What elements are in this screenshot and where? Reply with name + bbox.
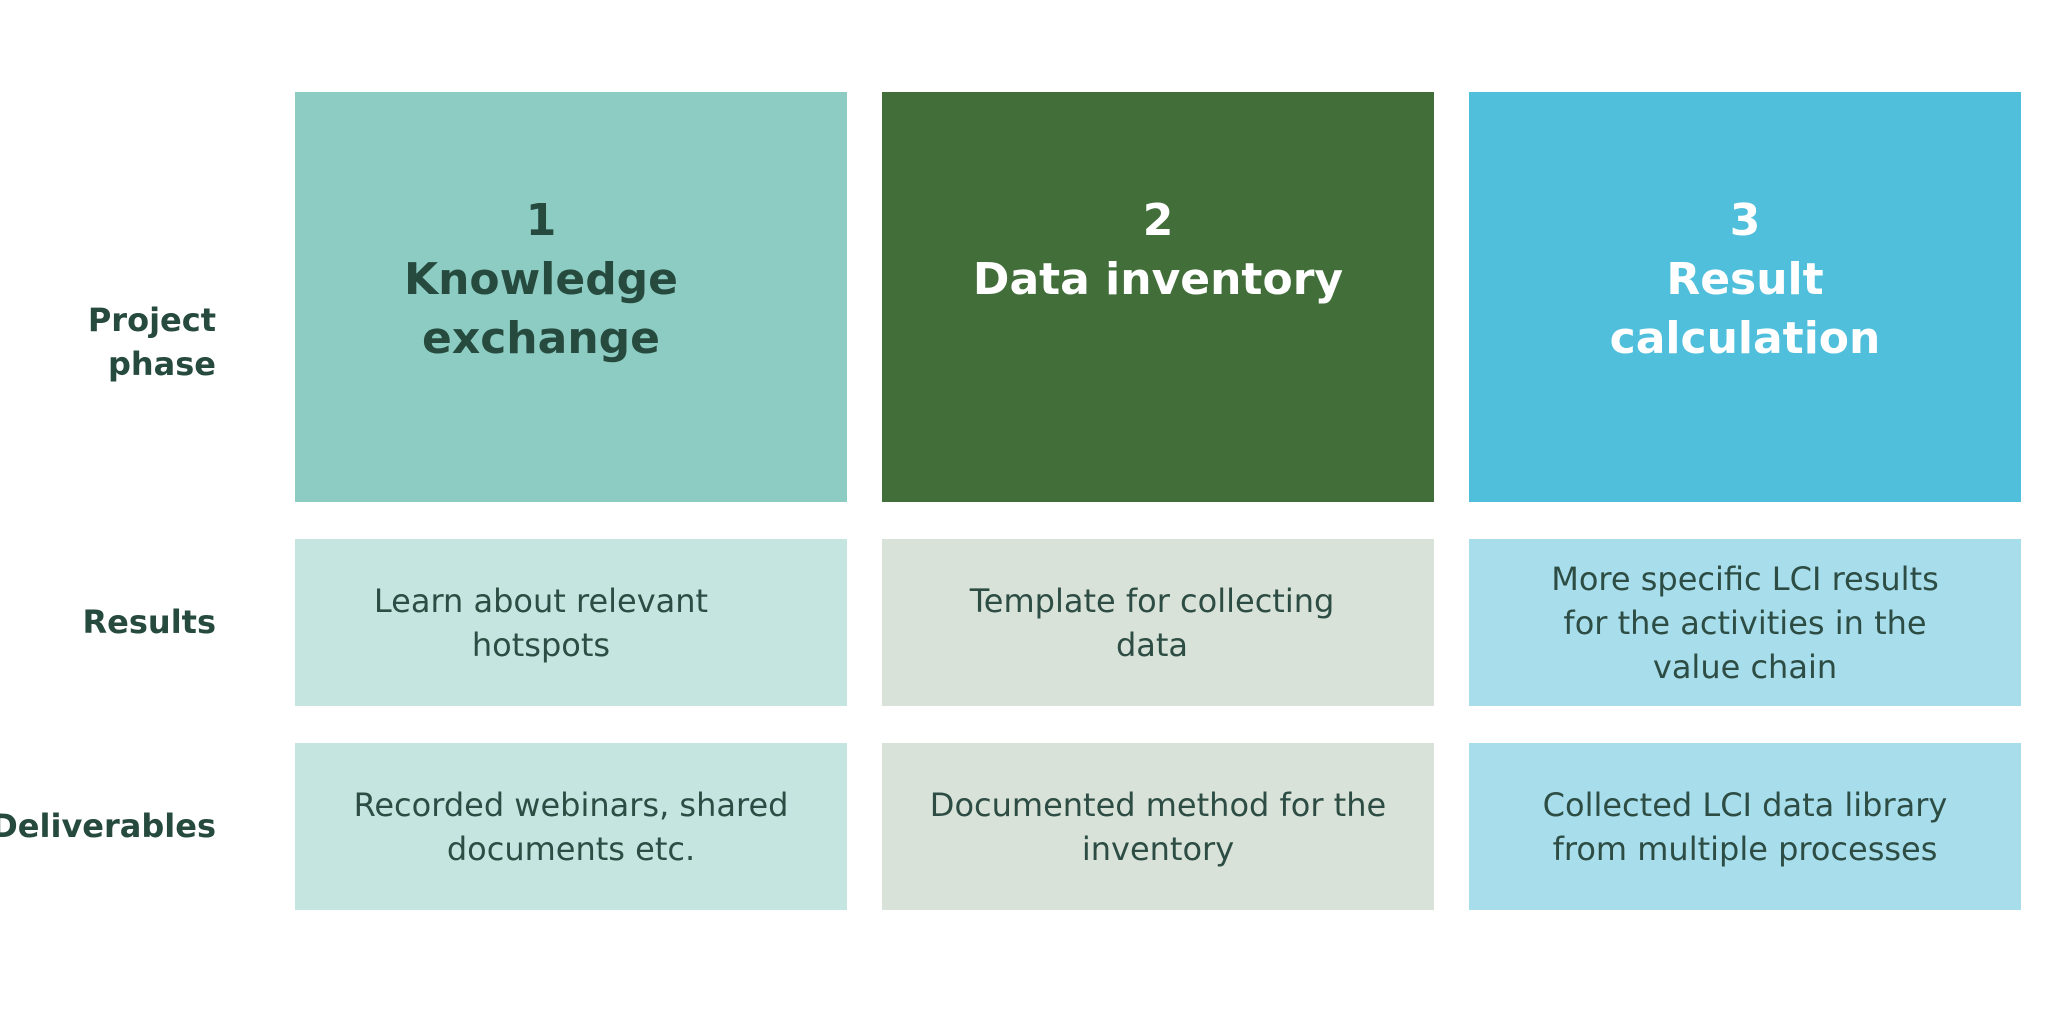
results-cell-2: Template for collecting data <box>882 539 1434 706</box>
row-label-deliverables: Deliverables <box>0 742 216 910</box>
results-text-line-1: Template for collecting <box>969 581 1335 620</box>
row-label-results-text: Results <box>82 603 216 641</box>
row-label-project-phase-line-1: Project <box>87 301 216 339</box>
phase-title-line-2: exchange <box>422 312 660 364</box>
phase-box-result-calculation: 3 Result calculation <box>1469 92 2021 502</box>
deliverables-cell-3: Collected LCI data library from multiple… <box>1469 743 2021 910</box>
phase-title-line-1: Knowledge <box>403 253 679 305</box>
phase-number: 2 <box>1142 194 1174 246</box>
deliverables-text: Recorded webinars, shared documents etc. <box>354 783 789 871</box>
deliverables-text: Documented method for the inventory <box>930 783 1386 871</box>
deliverables-text-line-1: Collected LCI data library <box>1542 785 1948 824</box>
results-text: More specific LCI results for the activi… <box>1551 557 1939 689</box>
phase-title: Data inventory <box>973 250 1343 309</box>
deliverables-text-line-2: inventory <box>1081 829 1235 868</box>
row-label-deliverables-text: Deliverables <box>0 807 216 845</box>
deliverables-text-line-2: documents etc. <box>446 829 696 868</box>
row-label-results: Results <box>0 538 216 706</box>
results-text: Template for collecting data <box>970 579 1335 667</box>
results-cell-1: Learn about relevant hotspots <box>295 539 847 706</box>
phase-title-line-1: Data inventory <box>972 253 1344 305</box>
phase-number: 3 <box>1729 194 1761 246</box>
phase-box-knowledge-exchange: 1 Knowledge exchange <box>295 92 847 502</box>
phase-number: 1 <box>525 194 557 246</box>
deliverables-text-line-1: Documented method for the <box>929 785 1387 824</box>
phase-title: Result calculation <box>1610 250 1881 368</box>
results-text-line-1: More specific LCI results <box>1551 559 1939 598</box>
deliverables-text: Collected LCI data library from multiple… <box>1543 783 1948 871</box>
phase-box-data-inventory: 2 Data inventory <box>882 92 1434 502</box>
phase-title-line-2: calculation <box>1609 312 1881 364</box>
row-label-project-phase-line-2: phase <box>107 345 216 383</box>
results-text-line-1: Learn about relevant <box>373 581 709 620</box>
results-text: Learn about relevant hotspots <box>374 579 708 667</box>
deliverables-text-line-1: Recorded webinars, shared <box>353 785 789 824</box>
phase-title-line-1: Result <box>1666 253 1824 305</box>
results-text-line-2: data <box>1115 625 1189 664</box>
results-cell-3: More specific LCI results for the activi… <box>1469 539 2021 706</box>
row-label-project-phase: Project phase <box>0 272 216 412</box>
deliverables-text-line-2: from multiple processes <box>1552 829 1938 868</box>
results-text-line-2: for the activities in the <box>1563 603 1927 642</box>
deliverables-cell-1: Recorded webinars, shared documents etc. <box>295 743 847 910</box>
phase-title: Knowledge exchange <box>404 250 678 368</box>
results-text-line-2: hotspots <box>471 625 611 664</box>
deliverables-cell-2: Documented method for the inventory <box>882 743 1434 910</box>
results-text-line-3: value chain <box>1652 647 1838 686</box>
